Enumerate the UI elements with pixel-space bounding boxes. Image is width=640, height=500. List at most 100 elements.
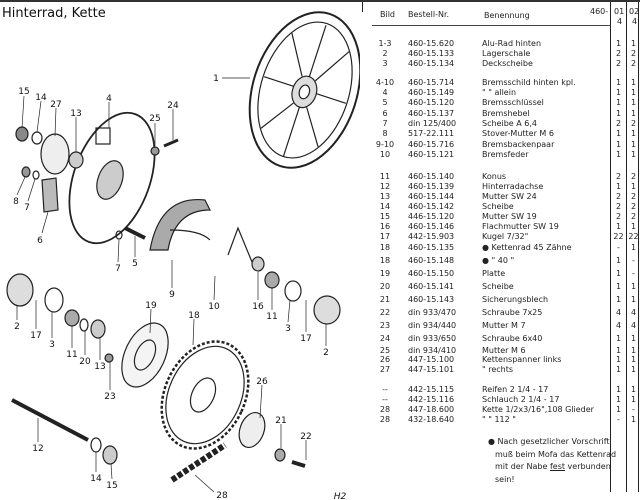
description-cell: Mutter SW 24 xyxy=(482,192,537,201)
qty-col2-cell: 2 xyxy=(630,172,637,181)
header-prefix: 460- xyxy=(590,7,609,16)
qty-col2-cell: 1 xyxy=(630,334,637,343)
description-cell: Bremsbackenpaar xyxy=(482,140,555,149)
qty-col1-cell: 2 xyxy=(615,172,622,181)
bild-cell: 28 xyxy=(379,405,391,414)
qty-col1-cell: 1 xyxy=(615,256,622,265)
order-number-cell: 460-15.146 xyxy=(408,222,455,231)
description-cell: Flachmutter SW 19 xyxy=(482,222,559,231)
order-number-cell: 460-15.142 xyxy=(408,202,455,211)
callout-label: 26 xyxy=(256,377,268,387)
description-cell: Mutter SW 19 xyxy=(482,212,537,221)
header-rule xyxy=(372,25,610,26)
bild-cell: 17 xyxy=(379,232,391,241)
qty-col1-cell: 1 xyxy=(615,334,622,343)
column-divider xyxy=(610,2,611,492)
bild-cell: 18 xyxy=(379,243,391,252)
callout-label: 27 xyxy=(50,100,61,110)
order-number-cell: 460-15.139 xyxy=(408,182,455,191)
callout-label: 9 xyxy=(169,290,175,300)
description-cell: Scheibe xyxy=(482,202,514,211)
description-cell: Bremsfeder xyxy=(482,150,529,159)
bild-cell: 18 xyxy=(379,256,391,265)
description-cell: Kette 1/2x3/16",108 Glieder xyxy=(482,405,594,414)
qty-col2-cell: 1 xyxy=(630,355,637,364)
callout-label: 13 xyxy=(94,362,105,372)
qty-col2-cell: 1 xyxy=(630,415,637,424)
bild-cell: 1-3 xyxy=(378,39,392,48)
qty-col2-cell: 2 xyxy=(630,119,637,128)
bild-cell: 22 xyxy=(379,308,391,317)
bild-cell: 16 xyxy=(379,222,391,231)
qty-col1-cell: - xyxy=(617,415,620,424)
callout-label: 24 xyxy=(167,101,179,111)
bild-cell: 3 xyxy=(382,59,388,68)
bild-cell: 11 xyxy=(379,172,391,181)
qty-col2-cell: 1 xyxy=(630,295,637,304)
qty-col1-cell: 1 xyxy=(615,346,622,355)
qty-col2-cell: 2 xyxy=(630,202,637,211)
callout-label: 20 xyxy=(79,357,91,367)
order-number-cell: 460-15.149 xyxy=(408,88,455,97)
callout-label: 19 xyxy=(145,301,157,311)
callout-label: 11 xyxy=(266,312,277,322)
order-number-cell: 460-15.134 xyxy=(408,59,455,68)
header-bild: Bild xyxy=(380,10,396,19)
parts-table: Bild Bestell-Nr. Benennung 460- 01 4 02 … xyxy=(360,0,640,500)
description-cell: Hinterradachse xyxy=(482,182,544,191)
qty-col1-cell: 1 xyxy=(615,78,622,87)
callout-label: 2 xyxy=(14,322,20,332)
description-cell: Konus xyxy=(482,172,507,181)
description-cell: Mutter M 6 xyxy=(482,346,526,355)
description-cell: Deckscheibe xyxy=(482,59,533,68)
qty-col1-cell: 1 xyxy=(615,365,622,374)
description-cell: Kettenspanner links xyxy=(482,355,562,364)
qty-col2-cell: 2 xyxy=(630,192,637,201)
order-number-cell: din 933/470 xyxy=(408,308,457,317)
footnote: ● Nach gesetzlicher Vorschrift muß beim … xyxy=(488,436,638,486)
order-number-cell: 460-15.144 xyxy=(408,192,455,201)
description-cell: " rechts xyxy=(482,365,514,374)
bild-cell: 9-10 xyxy=(375,140,395,149)
qty-col2-cell: 22 xyxy=(628,232,639,241)
qty-col1-cell: 1 xyxy=(615,222,622,231)
qty-col2-cell: 1 xyxy=(630,88,637,97)
footnote-emphasis: fest xyxy=(549,462,566,471)
qty-col1-cell: 2 xyxy=(615,192,622,201)
description-cell: Platte xyxy=(482,269,506,278)
column-divider xyxy=(638,2,639,492)
qty-col2-cell: 1 xyxy=(630,346,637,355)
bild-cell: -- xyxy=(382,385,388,394)
footnote-line: sein! xyxy=(495,474,515,484)
bild-cell: 21 xyxy=(379,295,391,304)
callout-label: 28 xyxy=(216,491,228,500)
bild-cell: 13 xyxy=(379,192,391,201)
description-cell: ● Kettenrad 45 Zähne xyxy=(482,243,572,252)
qty-col2-cell: 1 xyxy=(630,129,637,138)
header-benennung: Benennung xyxy=(484,11,530,20)
callout-label: 17 xyxy=(30,331,41,341)
callout-label: 1 xyxy=(213,74,219,84)
qty-col1-cell: 2 xyxy=(615,59,622,68)
qty-col1-cell: 22 xyxy=(613,232,624,241)
bild-cell: -- xyxy=(382,395,388,404)
qty-col1-cell: 1 xyxy=(615,140,622,149)
qty-col2-cell: - xyxy=(632,405,635,414)
description-cell: Schlauch 2 1/4 - 17 xyxy=(482,395,560,404)
qty-col2-cell: 2 xyxy=(630,59,637,68)
description-cell: " " allein xyxy=(482,88,517,97)
description-cell: Kugel 7/32" xyxy=(482,232,529,241)
